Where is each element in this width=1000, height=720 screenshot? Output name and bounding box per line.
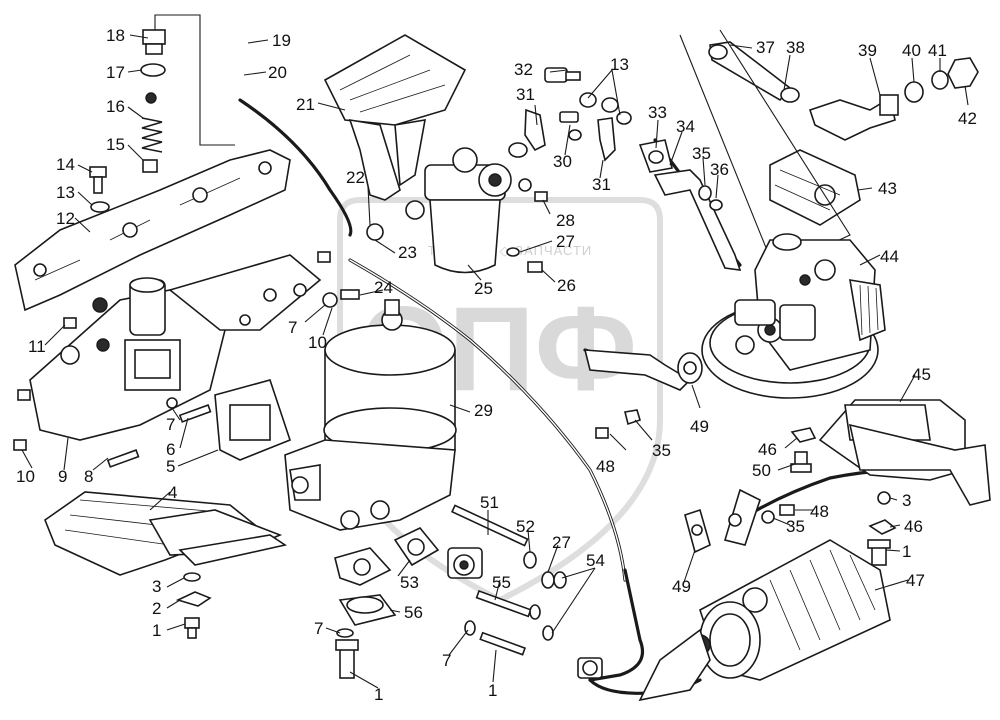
bottom-center-parts — [334, 504, 567, 679]
callout-11: 11 — [28, 337, 46, 356]
callout-7d: 7 — [442, 651, 451, 670]
callout-17: 17 — [106, 63, 125, 82]
callout-16: 16 — [106, 97, 125, 116]
callout-41: 41 — [928, 41, 947, 60]
callout-8: 8 — [84, 467, 93, 486]
callout-46: 46 — [758, 440, 777, 459]
callout-10b: 10 — [308, 333, 327, 352]
callout-39: 39 — [858, 41, 877, 60]
callout-26: 26 — [557, 276, 576, 295]
filter-assembly-top — [317, 34, 548, 308]
leader-lines — [21, 34, 969, 689]
callout-5: 5 — [166, 457, 175, 476]
callout-13b: 13 — [610, 55, 629, 74]
callout-33: 33 — [648, 103, 667, 122]
callout-7: 7 — [166, 415, 175, 434]
plate-43 — [769, 149, 861, 226]
callout-3: 3 — [152, 577, 161, 596]
callout-1d: 1 — [488, 681, 497, 700]
callout-46b: 46 — [904, 517, 923, 536]
callout-49: 49 — [690, 417, 709, 436]
callout-13: 13 — [56, 183, 75, 202]
callout-21: 21 — [296, 95, 315, 114]
callout-31b: 31 — [592, 175, 611, 194]
upper-fittings — [508, 67, 632, 162]
callout-38: 38 — [786, 38, 805, 57]
callout-19: 19 — [272, 31, 291, 50]
callout-51: 51 — [480, 493, 499, 512]
manifold-body — [13, 254, 322, 468]
callout-10: 10 — [16, 467, 35, 486]
callout-23: 23 — [398, 243, 417, 262]
callout-22: 22 — [346, 168, 365, 187]
callout-3b: 3 — [902, 491, 911, 510]
callout-30: 30 — [553, 152, 572, 171]
callout-27b: 27 — [552, 533, 571, 552]
callout-48: 48 — [596, 457, 615, 476]
callout-9: 9 — [58, 467, 67, 486]
callout-32: 32 — [514, 60, 533, 79]
callout-24: 24 — [374, 278, 393, 297]
callout-55: 55 — [492, 573, 511, 592]
heat-shield — [44, 491, 288, 639]
callout-15: 15 — [106, 135, 125, 154]
callout-31: 31 — [516, 85, 535, 104]
callout-25: 25 — [474, 279, 493, 298]
callout-35c: 35 — [786, 517, 805, 536]
callout-12: 12 — [56, 209, 75, 228]
callout-40: 40 — [902, 41, 921, 60]
gasket-12 — [14, 149, 291, 312]
callout-36: 36 — [710, 160, 729, 179]
callout-28: 28 — [556, 211, 575, 230]
callout-1b: 1 — [902, 542, 911, 561]
mid-right-parts — [583, 139, 742, 439]
callout-48b: 48 — [810, 502, 829, 521]
fine-filter-29 — [284, 299, 457, 531]
upper-right-parts — [679, 29, 979, 399]
callout-1c: 1 — [374, 685, 383, 704]
callout-27: 27 — [556, 232, 575, 251]
callout-35: 35 — [692, 144, 711, 163]
callout-42: 42 — [958, 109, 977, 128]
callout-labels: 18 17 16 15 14 13 12 11 10 9 8 7 6 5 4 3… — [16, 26, 977, 704]
callout-56: 56 — [404, 603, 423, 622]
callout-44: 44 — [880, 247, 899, 266]
callout-1: 1 — [152, 621, 161, 640]
callout-34: 34 — [676, 117, 695, 136]
callout-20: 20 — [268, 63, 287, 82]
callout-50: 50 — [752, 461, 771, 480]
callout-4: 4 — [168, 483, 177, 502]
callout-29: 29 — [474, 401, 493, 420]
callout-43: 43 — [878, 179, 897, 198]
callout-49b: 49 — [672, 577, 691, 596]
callout-53: 53 — [400, 573, 419, 592]
callout-18: 18 — [106, 26, 125, 45]
callout-52: 52 — [516, 517, 535, 536]
callout-6: 6 — [166, 440, 175, 459]
callout-7b: 7 — [288, 318, 297, 337]
callout-45: 45 — [912, 365, 931, 384]
callout-47: 47 — [906, 571, 925, 590]
callout-14: 14 — [56, 155, 75, 174]
callout-35b: 35 — [652, 441, 671, 460]
lower-right-parts — [577, 399, 991, 702]
callout-7c: 7 — [314, 619, 323, 638]
callout-54: 54 — [586, 551, 605, 570]
callout-37: 37 — [756, 38, 775, 57]
callout-2: 2 — [152, 599, 161, 618]
